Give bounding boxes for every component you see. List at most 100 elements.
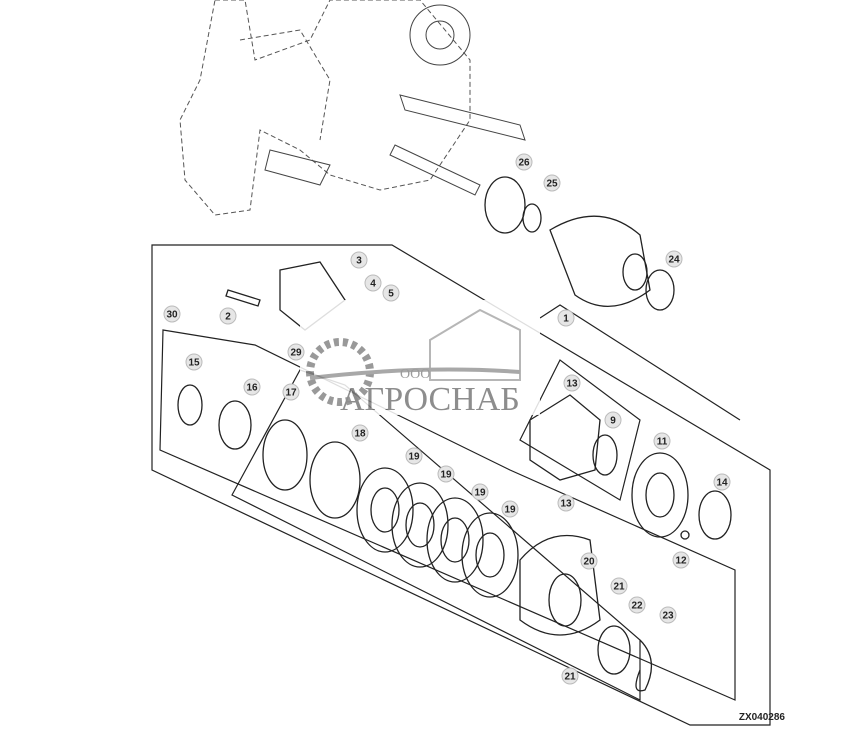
callout-label: 13 (566, 379, 578, 390)
callout-bubble (287, 343, 305, 361)
callout-bubble (659, 606, 677, 624)
callout-19: 19 (501, 500, 519, 518)
callout-3: 3 (350, 251, 368, 269)
callout-19: 19 (405, 447, 423, 465)
callout-label: 19 (474, 488, 486, 499)
part-19-disc (356, 467, 414, 553)
callout-label: 22 (631, 601, 643, 612)
callout-17: 17 (282, 383, 300, 401)
drawing-reference-code: ZX040286 (738, 712, 785, 723)
callout-bubble (437, 465, 455, 483)
callout-24: 24 (665, 250, 683, 268)
callout-label: 12 (675, 556, 687, 567)
callout-25: 25 (543, 174, 561, 192)
agrosnab-watermark: ООО АГРОСНАБ (300, 300, 540, 418)
callout-label: 29 (290, 348, 302, 359)
part-1-hub (549, 215, 651, 307)
callout-label: 5 (388, 289, 394, 300)
callout-13: 13 (557, 494, 575, 512)
callout-label: 1 (563, 314, 569, 325)
callout-23: 23 (659, 606, 677, 624)
callout-bubble (351, 424, 369, 442)
callout-label: 2 (225, 312, 231, 323)
callout-bubble (471, 483, 489, 501)
callout-label: 11 (657, 437, 668, 448)
callout-21: 21 (561, 667, 579, 685)
callout-29: 29 (287, 343, 305, 361)
callout-19: 19 (437, 465, 455, 483)
callout-14: 14 (713, 473, 731, 491)
callout-30: 30 (163, 305, 181, 323)
callout-label: 16 (246, 383, 258, 394)
callout-label: 14 (716, 478, 728, 489)
callout-bubble (563, 374, 581, 392)
callout-label: 19 (440, 470, 452, 481)
watermark-name: АГРОСНАБ (340, 381, 520, 418)
callout-bubble (561, 667, 579, 685)
part-23-snapring (635, 639, 652, 692)
callout-label: 21 (564, 672, 576, 683)
callout-label: 20 (583, 557, 595, 568)
callout-2: 2 (219, 307, 237, 325)
callout-label: 17 (285, 388, 297, 399)
callout-bubble (653, 432, 671, 450)
part-24-ring (645, 269, 675, 311)
callout-label: 3 (356, 256, 362, 267)
watermark-prefix: ООО (400, 367, 430, 382)
part-19-disc (426, 497, 484, 583)
callout-label: 19 (504, 505, 516, 516)
part-25-washer (522, 203, 542, 233)
part-16-ring (218, 400, 252, 450)
callout-16: 16 (243, 378, 261, 396)
callout-bubble (501, 500, 519, 518)
callout-bubble (665, 250, 683, 268)
parts (177, 176, 732, 692)
part-20-piston (519, 534, 601, 636)
callout-label: 30 (166, 310, 178, 321)
callout-label: 18 (354, 429, 366, 440)
callout-26: 26 (515, 153, 533, 171)
callout-bubble (604, 411, 622, 429)
part-12-ball (680, 530, 690, 540)
callout-label: 26 (518, 158, 530, 169)
callout-13: 13 (563, 374, 581, 392)
callout-bubble (185, 353, 203, 371)
part-22-nut (597, 625, 631, 675)
callout-bubble (672, 551, 690, 569)
callout-label: 19 (408, 452, 420, 463)
callout-bubble (382, 284, 400, 302)
callout-21: 21 (610, 577, 628, 595)
callout-label: 13 (560, 499, 572, 510)
callout-bubble (364, 274, 382, 292)
callout-bubble (713, 473, 731, 491)
callout-15: 15 (185, 353, 203, 371)
callout-bubble (543, 174, 561, 192)
callout-label: 25 (546, 179, 558, 190)
part-11-clutch (631, 452, 689, 538)
callout-11: 11 (653, 432, 671, 450)
part-26-ring (484, 176, 526, 234)
part-14-nut (698, 490, 732, 540)
callout-bubble (243, 378, 261, 396)
callout-9: 9 (604, 411, 622, 429)
callout-bubble (580, 552, 598, 570)
callout-bubble (557, 494, 575, 512)
callout-18: 18 (351, 424, 369, 442)
callout-label: 4 (370, 279, 376, 290)
callout-label: 9 (610, 416, 616, 427)
part-18-snapring (309, 441, 361, 519)
housing-details (264, 4, 526, 196)
callout-5: 5 (382, 284, 400, 302)
callout-12: 12 (672, 551, 690, 569)
callout-bubble (282, 383, 300, 401)
callout-bubble (557, 309, 575, 327)
callout-label: 23 (662, 611, 674, 622)
callout-bubble (515, 153, 533, 171)
callout-label: 15 (188, 358, 200, 369)
part-17-snapring (262, 419, 308, 491)
callout-bubble (350, 251, 368, 269)
callout-bubble (405, 447, 423, 465)
callout-bubble (163, 305, 181, 323)
callout-1: 1 (557, 309, 575, 327)
